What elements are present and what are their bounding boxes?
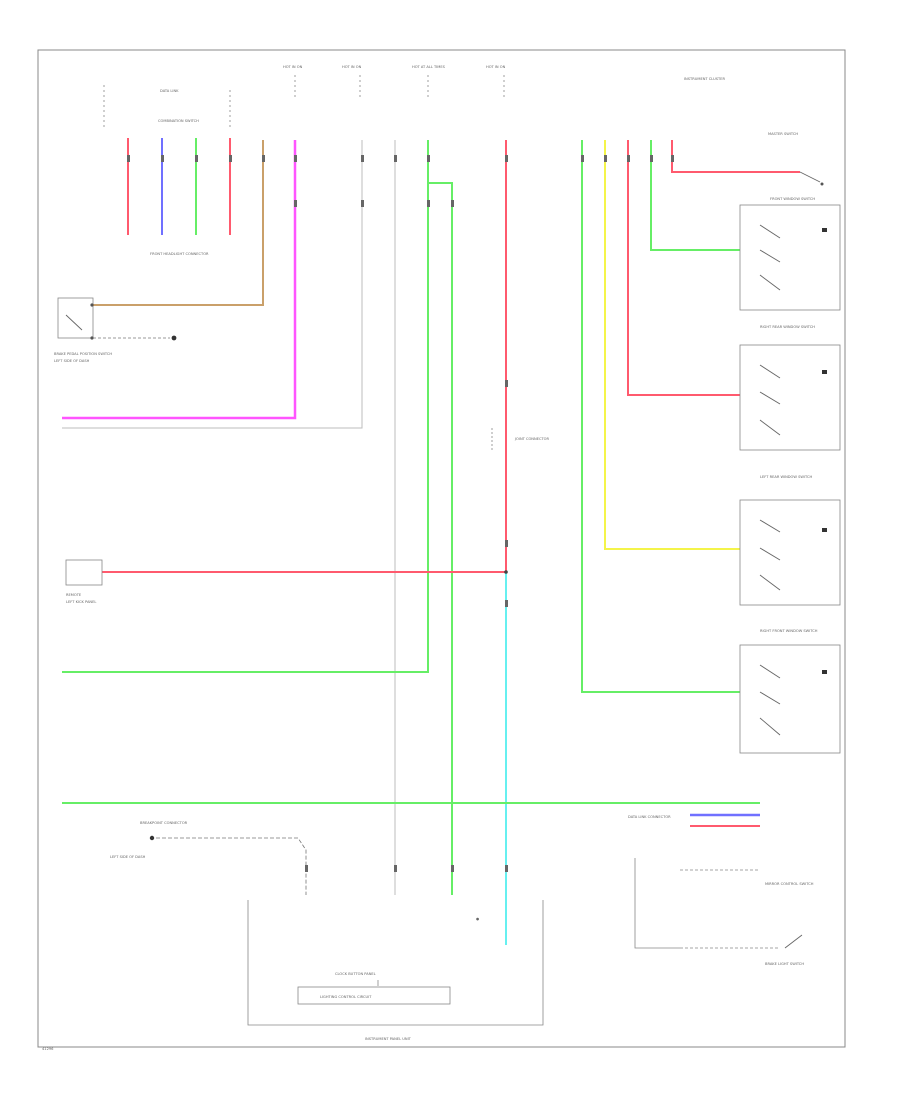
- ground-icon: [171, 335, 177, 341]
- connector-ticks: [127, 155, 674, 872]
- window-switch-front-left: FRONT WINDOW SWITCH: [739, 197, 841, 311]
- brake-switch-label: BRAKE PEDAL POSITION SWITCH: [54, 352, 112, 356]
- instrument-panel-unit: INSTRUMENT PANEL UNIT CLOCK BUTTON PANEL…: [247, 900, 544, 1041]
- red-wire-master: [671, 140, 800, 173]
- remote-sub: LEFT KICK PANEL: [66, 600, 96, 604]
- panel-inner-box: LIGHTING CONTROL CIRCUIT: [320, 995, 372, 999]
- switch-label: RIGHT REAR WINDOW SWITCH: [760, 325, 815, 329]
- fuse-label-1: HOT IN ON: [283, 65, 303, 69]
- panel-outer-label: INSTRUMENT PANEL UNIT: [365, 1037, 412, 1041]
- mirror-switch-label: MIRROR CONTROL SWITCH: [765, 882, 814, 886]
- panel-inner-top: CLOCK BUTTON PANEL: [335, 972, 376, 976]
- ground-icon: [149, 835, 155, 841]
- window-switch-front-right: RIGHT FRONT WINDOW SWITCH: [739, 629, 841, 754]
- breakpoint-sub: LEFT SIDE OF DASH: [110, 855, 146, 859]
- window-switch-rear-left: LEFT REAR WINDOW SWITCH: [739, 475, 841, 606]
- joint-connector-label: JOINT CONNECTOR: [514, 437, 549, 441]
- fuse-labels: HOT IN ON HOT IN ON HOT AT ALL TIMES HOT…: [283, 65, 506, 69]
- breakpoint-label: BREAKPOINT CONNECTOR: [140, 821, 188, 825]
- footer-code: 41296: [42, 1047, 54, 1051]
- instrument-cluster-label: INSTRUMENT CLUSTER: [684, 77, 725, 81]
- pink-wire: [62, 140, 297, 420]
- data-link-label: DATA LINK: [160, 89, 179, 93]
- master-switch-label: MASTER SWITCH: [768, 132, 798, 136]
- combination-switch-label: COMBINATION SWITCH: [158, 119, 199, 123]
- green-wire-center: [62, 140, 429, 673]
- remote-unit: REMOTE LEFT KICK PANEL: [65, 559, 103, 604]
- green-wire-front-right: [581, 140, 740, 693]
- red-wire-rear-right: [627, 140, 740, 396]
- diagram-frame: [37, 49, 846, 1048]
- panel-pin-note: ●: [476, 917, 479, 921]
- green-wire-front-left: [650, 140, 740, 251]
- green-wire-branch: [428, 182, 453, 895]
- switch-label: RIGHT FRONT WINDOW SWITCH: [760, 629, 818, 633]
- top-left-stubs: [103, 75, 505, 130]
- mirror-brake-block: MIRROR CONTROL SWITCH BRAKE LIGHT SWITCH: [634, 858, 814, 966]
- top-left-connector-wires: [127, 138, 231, 235]
- data-link-connector-label: DATA LINK CONNECTOR: [628, 815, 671, 819]
- tan-wire: [92, 140, 264, 306]
- brake-switch: BRAKE PEDAL POSITION SWITCH LEFT SIDE OF…: [54, 297, 177, 363]
- splice-node: [504, 570, 508, 574]
- fuse-label-4: HOT IN ON: [486, 65, 506, 69]
- fuse-label-3: HOT AT ALL TIMES: [412, 65, 446, 69]
- joint-connector: JOINT CONNECTOR: [491, 428, 549, 450]
- remote-label: REMOTE: [66, 593, 82, 597]
- fuse-label-2: HOT IN ON: [342, 65, 362, 69]
- gray-wire-left: [62, 140, 363, 429]
- switch-label: LEFT REAR WINDOW SWITCH: [760, 475, 812, 479]
- breakpoint-connector: BREAKPOINT CONNECTOR LEFT SIDE OF DASH: [110, 821, 307, 895]
- window-switch-rear-right: RIGHT REAR WINDOW SWITCH: [739, 325, 841, 451]
- switch-label: FRONT WINDOW SWITCH: [770, 197, 815, 201]
- front-headlight-connector-label: FRONT HEADLIGHT CONNECTOR: [150, 252, 209, 256]
- brake-light-label: BRAKE LIGHT SWITCH: [765, 962, 804, 966]
- brake-switch-sub: LEFT SIDE OF DASH: [54, 359, 90, 363]
- master-switch: MASTER SWITCH: [768, 132, 824, 186]
- yellow-wire-rear-left: [604, 140, 740, 550]
